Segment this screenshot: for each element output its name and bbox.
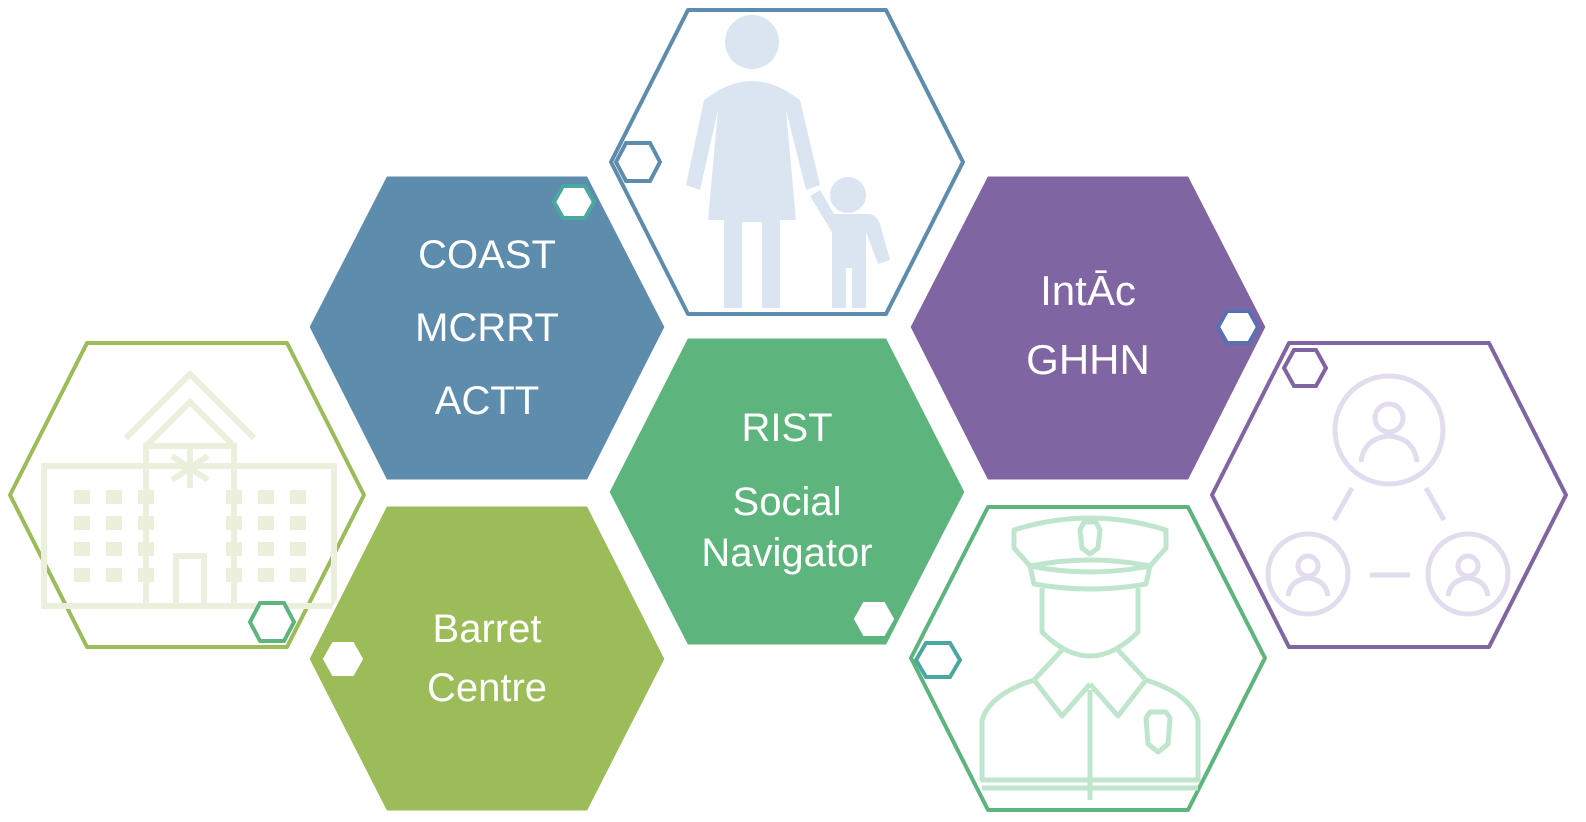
coast-label-line-2: MCRRT	[415, 306, 559, 350]
intac-label-line-2: GHHN	[1026, 336, 1150, 383]
small-hexagon-marker	[551, 184, 597, 220]
mother-child-icon	[686, 15, 890, 308]
rist-label-line-2: Social	[733, 480, 842, 524]
small-hexagon-marker	[322, 642, 364, 676]
network-hexagon	[1210, 341, 1568, 649]
family-hexagon	[609, 8, 965, 316]
small-hexagon-marker	[853, 602, 895, 636]
police-hexagon	[909, 505, 1267, 812]
coast-hexagon: COAST MCRRT ACTT	[306, 173, 668, 483]
small-hexagon-marker	[1215, 309, 1261, 345]
hospital-hexagon	[8, 341, 366, 649]
small-hexagon-marker	[613, 141, 663, 183]
small-hexagon-marker	[913, 641, 963, 679]
small-hexagon-marker	[1281, 348, 1329, 388]
barret-hexagon: Barret Centre	[306, 503, 668, 814]
intac-label-line-1: IntĀc	[1040, 267, 1136, 314]
barret-label-line-1: Barret	[433, 607, 542, 651]
coast-label-line-3: ACTT	[435, 379, 539, 423]
rist-label-line-3: Navigator	[701, 531, 872, 575]
intac-hexagon: IntĀc GHHN	[907, 173, 1269, 483]
barret-label-line-2: Centre	[427, 666, 547, 710]
small-hexagon-marker	[247, 601, 297, 643]
rist-label-line-1: RIST	[741, 406, 832, 450]
hospital-windows	[74, 490, 306, 582]
people-network-icon	[1265, 373, 1511, 617]
police-officer-icon	[979, 515, 1201, 800]
rist-hexagon: RIST Social Navigator	[606, 335, 968, 648]
coast-label-line-1: COAST	[418, 233, 556, 277]
